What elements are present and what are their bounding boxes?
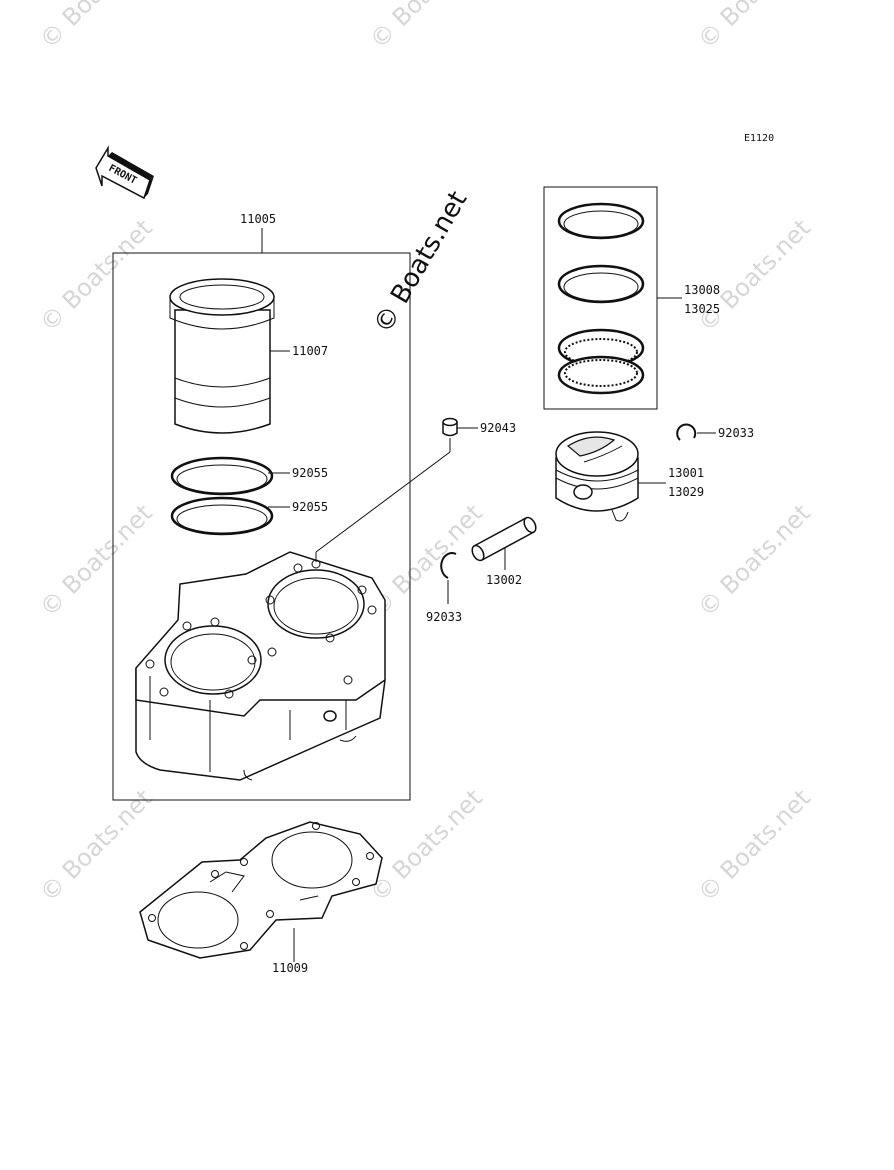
label-13001: 13001 <box>668 466 704 480</box>
watermark-tile: © Boats.net <box>34 214 157 337</box>
watermark-tiles: © Boats.net © Boats.net © Boats.net © Bo… <box>34 0 815 907</box>
label-92043: 92043 <box>480 421 516 435</box>
dowel-pin-part <box>442 417 458 437</box>
cylinder-liner-part <box>169 278 275 434</box>
label-13025: 13025 <box>684 302 720 316</box>
label-92055-lower: 92055 <box>292 500 328 514</box>
o-ring-upper-part <box>170 456 274 496</box>
label-13029: 13029 <box>668 485 704 499</box>
base-gasket-part <box>139 821 383 959</box>
watermark-tile: © Boats.net <box>34 499 157 622</box>
piston-part <box>555 431 639 522</box>
watermark-tile: © Boats.net <box>364 0 487 54</box>
label-11007: 11007 <box>292 344 328 358</box>
piston-pin-part <box>471 516 537 562</box>
watermark-tile: © Boats.net <box>34 0 157 54</box>
label-92033-left: 92033 <box>426 610 462 624</box>
watermark-tile: © Boats.net <box>34 784 157 907</box>
watermark-tile: © Boats.net <box>364 784 487 907</box>
watermark-main: © Boats.net <box>368 186 473 338</box>
watermark-tile: © Boats.net <box>692 784 815 907</box>
label-92033-right: 92033 <box>718 426 754 440</box>
label-13008: 13008 <box>684 283 720 297</box>
circlip-right-part <box>676 423 697 441</box>
watermark-tile: © Boats.net <box>692 214 815 337</box>
watermark-tile: © Boats.net <box>692 499 815 622</box>
label-11009: 11009 <box>272 961 308 975</box>
label-92055-upper: 92055 <box>292 466 328 480</box>
label-13002: 13002 <box>486 573 522 587</box>
front-arrow-icon: FRONT <box>95 145 154 200</box>
cylinder-block-part <box>135 551 386 781</box>
piston-rings-part <box>557 202 645 395</box>
o-ring-lower-part <box>170 496 274 536</box>
diagram-code: E1120 <box>744 133 774 144</box>
circlip-left-part <box>440 552 457 579</box>
watermark-tile: © Boats.net <box>692 0 815 54</box>
label-11005: 11005 <box>240 212 276 226</box>
